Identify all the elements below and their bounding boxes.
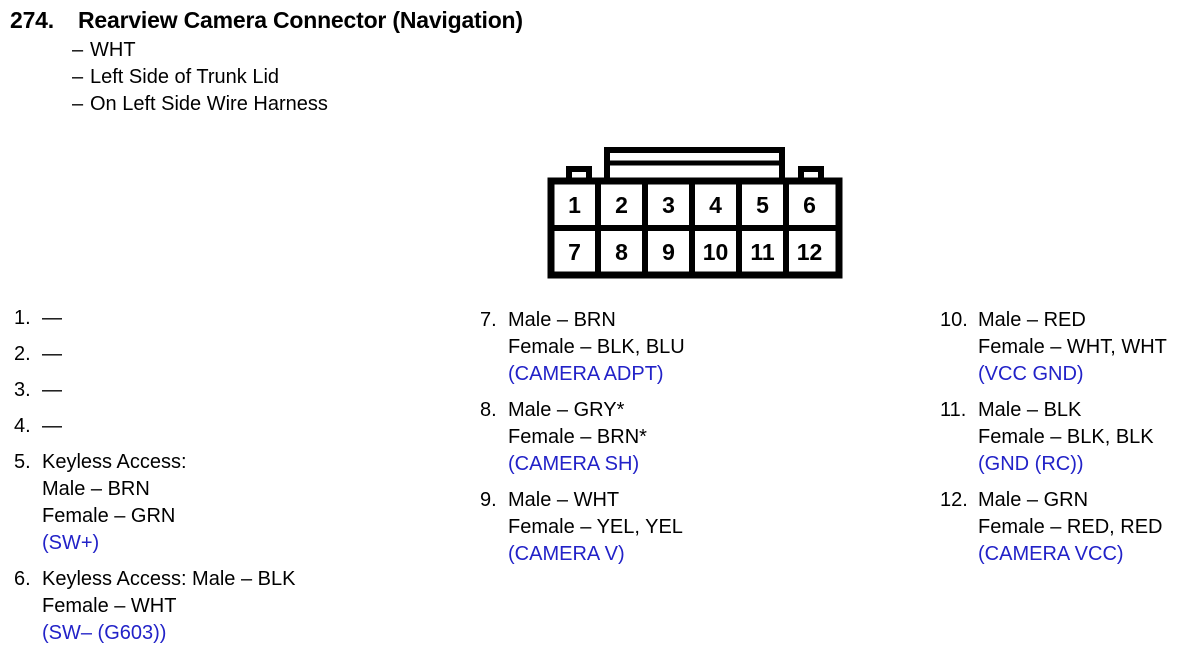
connector-pin-10: 10 [703,239,729,265]
pin-entry-line: Keyless Access: [42,451,187,473]
pin-entry-lines: Male – BLK Female – BLK, BLK (GND (RC)) [978,397,1190,478]
pin-entry-line: Male – BRN [42,478,150,500]
pin-entry-lines: Keyless Access: Male – BRN Female – GRN (SW… [42,449,454,557]
pin-entry-line: Female – WHT [42,595,177,617]
pin-entry-line: Male – WHT [508,489,620,511]
pin-entry: 5. Keyless Access: Male – BRN Female – GRN (… [14,449,454,557]
connector-pin-2: 2 [615,192,628,218]
pin-entry-line: Female – BLK, BLU [508,336,685,358]
pin-entry-number: 10. [940,309,968,331]
pin-entry-number: 8. [480,399,497,421]
pin-entry-line: Female – BLK, BLK [978,426,1154,448]
pin-entry: 1. — [14,305,454,332]
subtitle-line: –On Left Side Wire Harness [72,91,1110,118]
pin-entry-number: 1. [14,307,31,329]
connector-pin-4: 4 [709,192,722,218]
pin-entry: 10. Male – RED Female – WHT, WHT (VCC GND) [940,307,1190,388]
subtitle-text: WHT [90,39,136,61]
pin-entry-lines: Keyless Access: Male – BLK Female – WHT (S… [42,566,454,647]
pin-entry-line: Male – BRN [508,309,616,331]
pin-entry-lines: Male – GRN Female – RED, RED (CAMERA VCC) [978,487,1190,568]
pin-entry-signal: (CAMERA V) [508,543,625,565]
page-title: 274. Rearview Camera Connector (Navigati… [10,6,1110,34]
pin-entry-lines: Male – GRY* Female – BRN* (CAMERA SH) [508,397,920,478]
pin-entry: 9. Male – WHT Female – YEL, YEL (CAMERA V) [480,487,920,568]
entry-title-text: Rearview Camera Connector (Navigation) [78,7,523,33]
pin-entry-line: Female – WHT, WHT [978,336,1167,358]
pin-entry-line: — [42,307,62,329]
pin-entry-lines: Male – RED Female – WHT, WHT (VCC GND) [978,307,1190,388]
pin-entry-lines: — [42,377,454,404]
pin-entry: 3. — [14,377,454,404]
connector-pin-11: 11 [750,239,775,265]
pin-entry-line: — [42,415,62,437]
pin-entry: 8. Male – GRY* Female – BRN* (CAMERA SH) [480,397,920,478]
pin-entry-lines: — [42,413,454,440]
pin-entry-number: 11. [940,399,967,421]
subtitle-line: –Left Side of Trunk Lid [72,64,1110,91]
pin-entry-number: 9. [480,489,497,511]
pin-entry-line: Female – BRN* [508,426,647,448]
pin-entry-line: Female – RED, RED [978,516,1163,538]
subtitle-dash: – [72,39,84,61]
subtitle-line: –WHT [72,37,1110,64]
pin-entry: 12. Male – GRN Female – RED, RED (CAMERA VC… [940,487,1190,568]
subtitle-text: On Left Side Wire Harness [90,93,328,115]
pin-entry: 6. Keyless Access: Male – BLK Female – WHT… [14,566,454,647]
entry-number: 274. [10,7,54,33]
connector-pin-9: 9 [662,239,675,265]
pin-entry-signal: (CAMERA VCC) [978,543,1124,565]
connector-pin-6: 6 [803,192,816,218]
pin-entry-line: — [42,379,62,401]
pin-entry-signal: (CAMERA ADPT) [508,363,664,385]
pin-entry-signal: (GND (RC)) [978,453,1084,475]
pin-entry-number: 2. [14,343,31,365]
pin-entry-number: 12. [940,489,968,511]
pin-entry-signal: (SW– (G603)) [42,622,167,644]
connector-pin-12: 12 [797,239,823,265]
connector-pin-3: 3 [662,192,675,218]
connector-pin-7: 7 [568,239,581,265]
subtitle-dash: – [72,66,84,88]
connector-pin-8: 8 [615,239,628,265]
pin-entry-line: Keyless Access: Male – BLK [42,568,296,590]
pin-entry-signal: (VCC GND) [978,363,1084,385]
pin-entry-signal: (SW+) [42,532,100,554]
pin-entry: 7. Male – BRN Female – BLK, BLU (CAMERA ADP… [480,307,920,388]
pin-entry: 11. Male – BLK Female – BLK, BLK (GND (RC)) [940,397,1190,478]
connector-pin-5: 5 [756,192,769,218]
pin-entry-number: 5. [14,451,31,473]
pin-entry-number: 6. [14,568,31,590]
pin-entry-lines: — [42,305,454,332]
pin-entry-lines: Male – WHT Female – YEL, YEL (CAMERA V) [508,487,920,568]
pin-entry-number: 4. [14,415,31,437]
pin-entry-lines: Male – BRN Female – BLK, BLU (CAMERA ADPT) [508,307,920,388]
subtitle-text: Left Side of Trunk Lid [90,66,280,88]
pin-entry-line: Male – RED [978,309,1086,331]
pin-entry-line: Male – GRY* [508,399,625,421]
subtitle-dash: – [72,93,84,115]
pin-entry-line: Male – BLK [978,399,1082,421]
pin-list-middle: 7. Male – BRN Female – BLK, BLU (CAMERA ADP… [480,307,920,577]
pin-entry-signal: (CAMERA SH) [508,453,640,475]
connector-pin-1: 1 [568,192,581,218]
page-header: 274. Rearview Camera Connector (Navigati… [10,6,1110,118]
pin-entry-number: 7. [480,309,497,331]
pin-list-left: 1. — 2. — 3. — 4. — 5. Keyless Access: Male – BRN F… [14,305,454,656]
pin-entry-line: Female – YEL, YEL [508,516,683,538]
pin-entry-number: 3. [14,379,31,401]
pin-entry-line: Female – GRN [42,505,176,527]
pin-entry-line: — [42,343,62,365]
subtitle-list: –WHT–Left Side of Trunk Lid–On Left Side… [10,37,1110,118]
pin-entry-lines: — [42,341,454,368]
pin-entry: 2. — [14,341,454,368]
pin-entry: 4. — [14,413,454,440]
pin-entry-line: Male – GRN [978,489,1089,511]
